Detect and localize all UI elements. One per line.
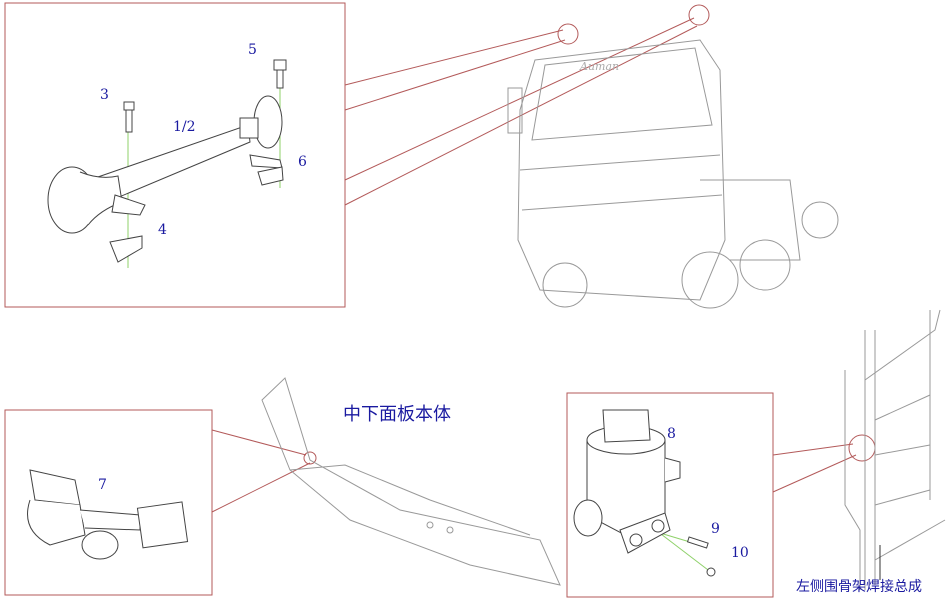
part-label-3: 3 <box>100 87 109 103</box>
lower-panel-drawing <box>261 377 561 586</box>
part-label-5: 5 <box>248 42 257 58</box>
part-label-1-2: 1/2 <box>173 119 196 135</box>
air-horn-drawing <box>47 59 287 268</box>
truck-brand-logo: Auman <box>579 60 619 73</box>
truck-drawing: Auman <box>507 39 839 309</box>
sensor-drawing <box>27 469 189 560</box>
side-frame-assembly-label: 左侧围骨架焊接总成 <box>796 579 922 595</box>
horn-location-circle-2 <box>688 4 710 26</box>
horn-location-circle <box>557 23 579 45</box>
part-label-9: 9 <box>711 521 720 537</box>
part-label-6: 6 <box>298 154 307 170</box>
part-label-7: 7 <box>98 477 107 493</box>
valve-drawing <box>573 409 716 577</box>
part-label-8: 8 <box>667 426 676 442</box>
sensor-location-circle <box>303 451 317 465</box>
callout-leader-lines <box>211 17 857 513</box>
horn-callout-box <box>4 2 346 308</box>
side-frame-drawing <box>844 309 946 590</box>
panel-assembly-label: 中下面板本体 <box>343 404 451 425</box>
part-label-10: 10 <box>731 545 749 561</box>
sensor-callout-box <box>4 409 213 596</box>
part-label-4: 4 <box>158 222 167 238</box>
valve-callout-box <box>566 392 774 598</box>
valve-location-circle <box>848 434 876 462</box>
